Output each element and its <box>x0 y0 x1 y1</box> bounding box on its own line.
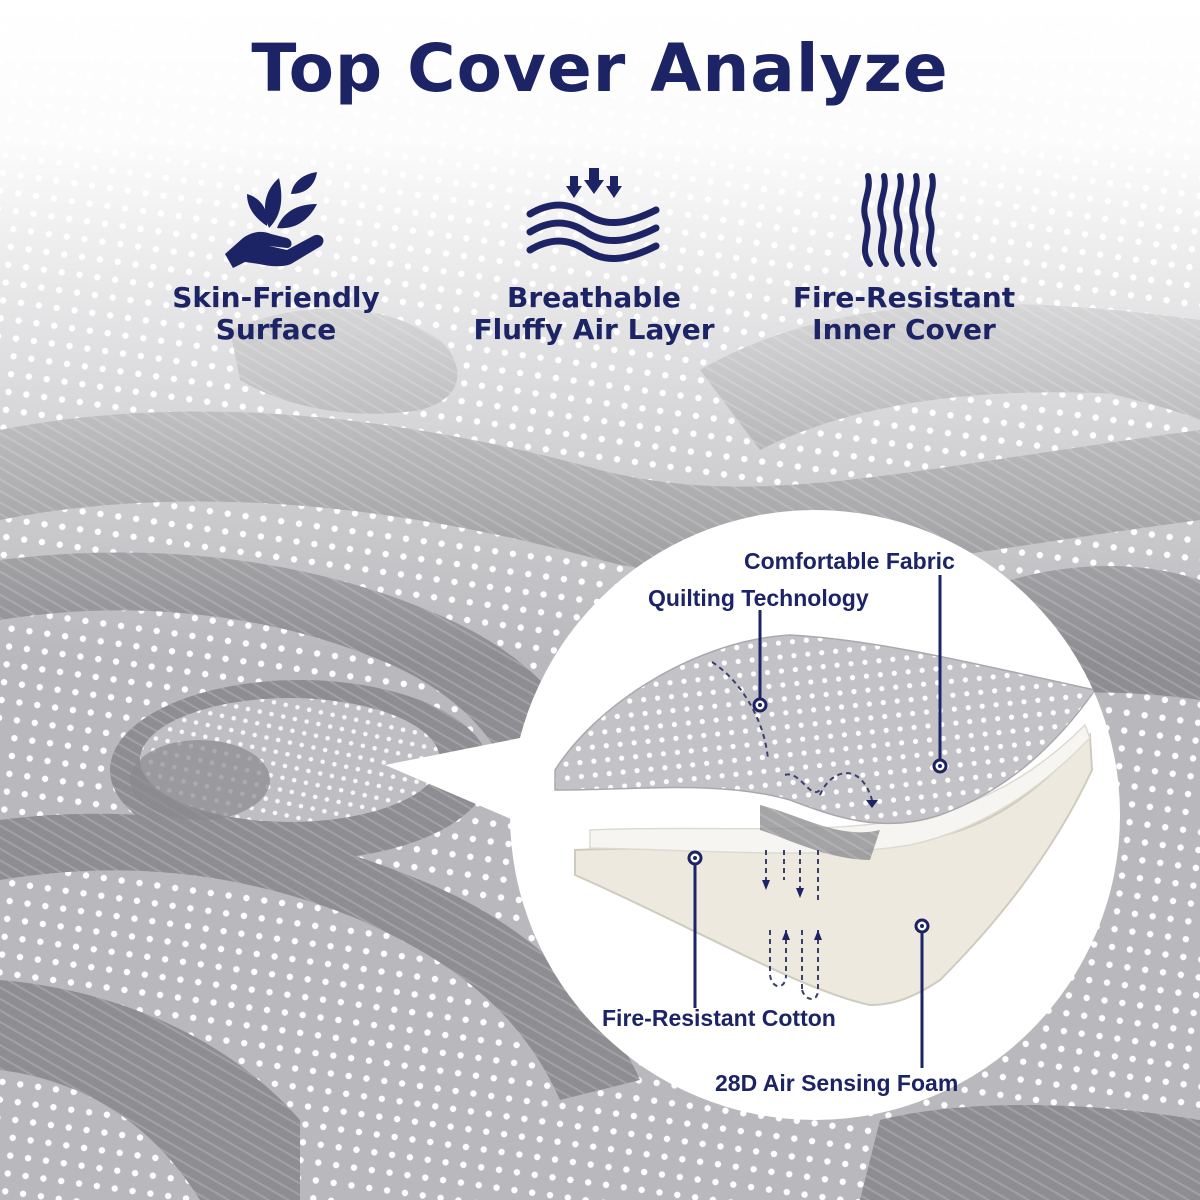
feature-label-line2: Surface <box>215 313 337 346</box>
callout-air-sensing-foam: 28D Air Sensing Foam <box>715 1070 959 1096</box>
hand-leaves-icon <box>225 172 324 268</box>
feature-label-line1: Breathable <box>507 281 681 314</box>
callout-quilting-technology: Quilting Technology <box>648 585 869 611</box>
breathable-waves-icon <box>526 168 660 263</box>
page-title: Top Cover Analyze <box>251 30 949 107</box>
feature-label-line2: Fluffy Air Layer <box>473 313 715 346</box>
feature-label: Fire-Resistant Inner Cover <box>754 282 1054 346</box>
heat-waves-icon <box>861 173 937 267</box>
feature-label-line1: Skin-Friendly <box>172 281 380 314</box>
callout-comfortable-fabric: Comfortable Fabric <box>744 548 955 574</box>
feature-breathable: Breathable Fluffy Air Layer <box>444 168 744 346</box>
callout-fire-resistant-cotton: Fire-Resistant Cotton <box>602 1005 836 1031</box>
feature-label: Breathable Fluffy Air Layer <box>444 282 744 346</box>
feature-skin-friendly: Skin-Friendly Surface <box>126 168 426 346</box>
feature-label: Skin-Friendly Surface <box>126 282 426 346</box>
feature-fire-resistant: Fire-Resistant Inner Cover <box>754 168 1054 346</box>
feature-label-line2: Inner Cover <box>812 313 996 346</box>
feature-label-line1: Fire-Resistant <box>792 281 1016 314</box>
